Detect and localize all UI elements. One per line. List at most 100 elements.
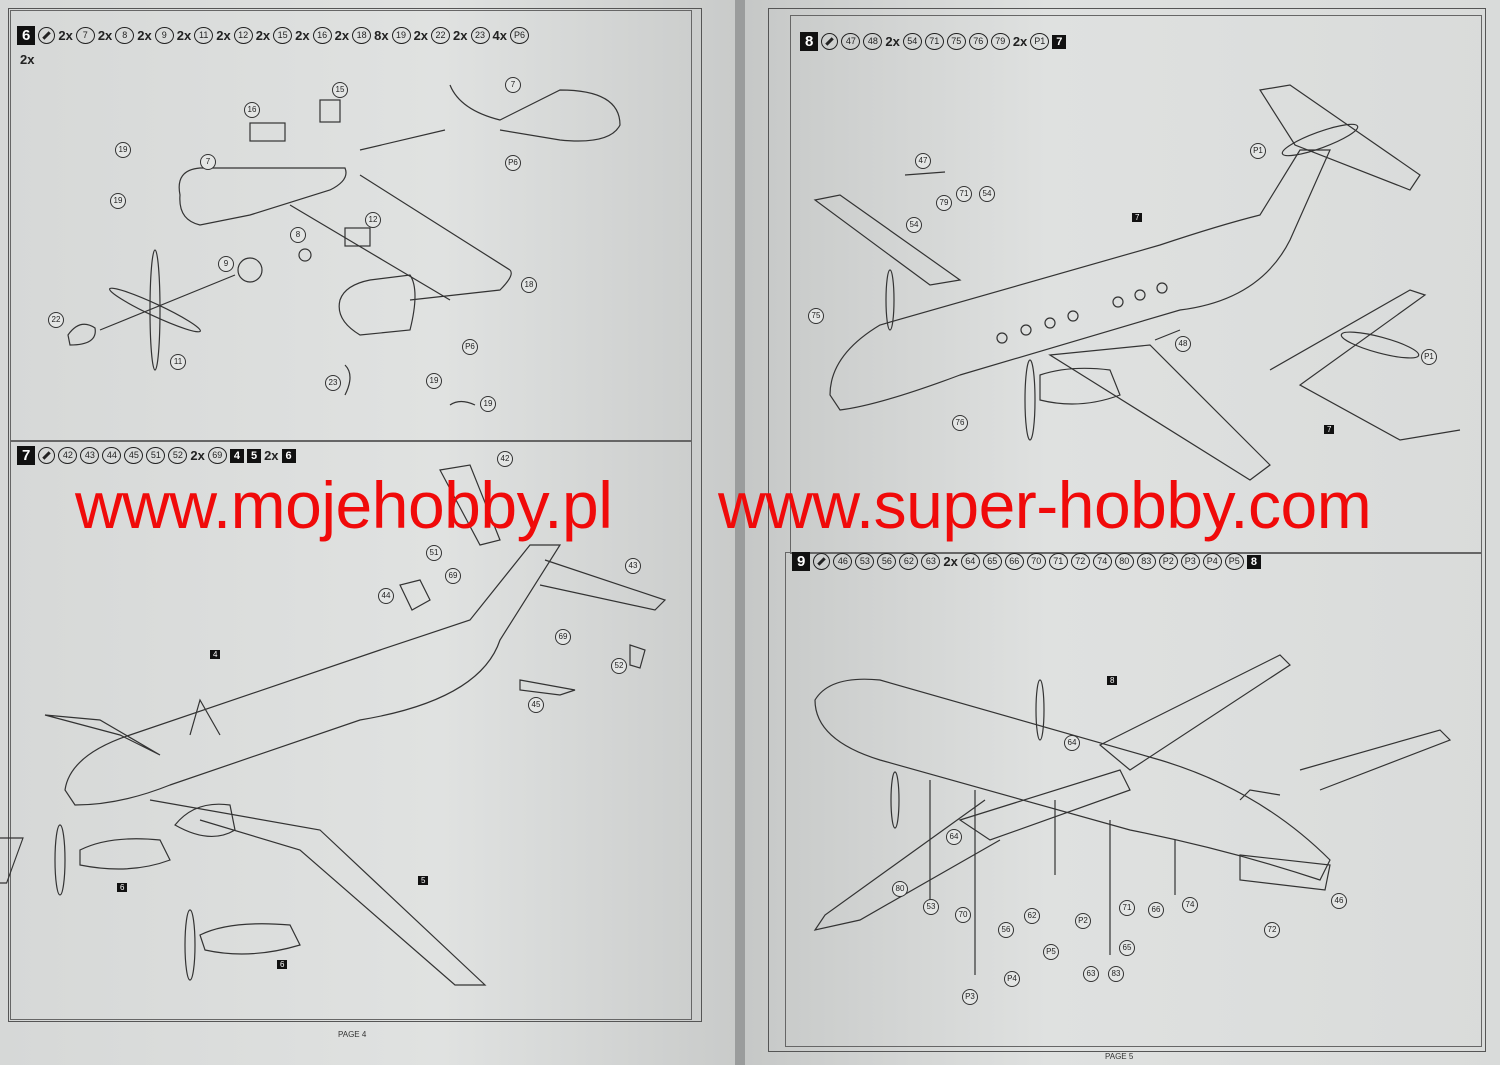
part-callout: P6 <box>462 339 478 355</box>
part-callout: 54 <box>906 217 922 233</box>
part-number: P6 <box>509 27 529 44</box>
part-callout: 11 <box>170 354 186 370</box>
step-9-drawing <box>813 654 1452 975</box>
quantity-label: 2x <box>943 554 958 569</box>
step-7-drawing <box>0 464 667 986</box>
part-callout: 64 <box>946 829 962 845</box>
part-number: 65 <box>982 553 1002 570</box>
part-callout: P6 <box>505 155 521 171</box>
part-number: 16 <box>312 27 332 44</box>
step-6-drawing <box>67 84 621 406</box>
quantity-label: 2x <box>885 34 900 49</box>
part-number: 19 <box>391 27 411 44</box>
part-number: 8 <box>115 27 135 44</box>
part-callout: 43 <box>625 558 641 574</box>
part-number: P3 <box>1180 553 1200 570</box>
subassembly-marker: 6 <box>277 960 288 969</box>
part-callout: 19 <box>480 396 496 412</box>
part-number: 53 <box>855 553 875 570</box>
part-number: 51 <box>146 447 166 464</box>
part-number: 56 <box>877 553 897 570</box>
part-callout: 47 <box>915 153 931 169</box>
step-number: 9 <box>792 552 811 571</box>
part-callout: P2 <box>1075 913 1091 929</box>
part-number: 45 <box>124 447 144 464</box>
part-callout: P3 <box>962 989 978 1005</box>
watermark-left: www.mojehobby.pl <box>75 468 613 542</box>
part-callout: 79 <box>936 195 952 211</box>
part-callout: 70 <box>955 907 971 923</box>
part-callout: 71 <box>1119 900 1135 916</box>
part-number: 42 <box>58 447 78 464</box>
part-callout: 7 <box>200 154 216 170</box>
part-callout: 56 <box>998 922 1014 938</box>
quantity-label: 2x <box>58 28 73 43</box>
part-callout: 7 <box>505 77 521 93</box>
part-callout: 52 <box>611 658 627 674</box>
part-number: 80 <box>1114 553 1134 570</box>
part-number: 63 <box>921 553 941 570</box>
quantity-label: 2x <box>334 28 350 43</box>
subassembly-ref: 4 <box>229 448 244 463</box>
step-6-panel <box>10 10 692 442</box>
part-callout: 9 <box>218 256 234 272</box>
quantity-label: 2x <box>255 28 271 43</box>
watermark-right: www.super-hobby.com <box>718 468 1372 542</box>
part-number: 22 <box>431 27 451 44</box>
subassembly-marker: 7 <box>1324 425 1335 434</box>
part-callout: 45 <box>528 697 544 713</box>
part-callout: P4 <box>1004 971 1020 987</box>
part-number: 23 <box>470 27 490 44</box>
part-number: 62 <box>899 553 919 570</box>
quantity-label: 8x <box>374 28 389 43</box>
part-number: 83 <box>1136 553 1156 570</box>
quantity-label: 2x <box>413 28 429 43</box>
part-callout: 64 <box>1064 735 1080 751</box>
part-callout: 54 <box>979 186 995 202</box>
part-callout: 16 <box>244 102 260 118</box>
part-callout: 80 <box>892 881 908 897</box>
part-number: 74 <box>1092 553 1112 570</box>
part-number: 15 <box>273 27 293 44</box>
part-number: 18 <box>352 27 372 44</box>
part-callout: 65 <box>1119 940 1135 956</box>
quantity-label: 2x <box>216 28 231 43</box>
part-number: 69 <box>207 447 227 464</box>
part-number: 47 <box>841 33 861 50</box>
part-number: 48 <box>863 33 883 50</box>
quantity-label: 2x <box>264 448 279 463</box>
part-callout: 72 <box>1264 922 1280 938</box>
subassembly-ref: 6 <box>281 448 296 463</box>
subassembly-marker: 8 <box>1107 676 1118 685</box>
part-callout: 42 <box>497 451 513 467</box>
part-number: 54 <box>902 33 922 50</box>
step-8-drawing <box>813 84 1461 481</box>
subassembly-ref: 5 <box>246 448 262 463</box>
part-number: 11 <box>194 27 214 44</box>
part-callout: 76 <box>952 415 968 431</box>
step-6-multiplier: 2x <box>20 52 35 67</box>
part-callout: 69 <box>555 629 571 645</box>
part-number: 76 <box>968 33 988 50</box>
part-callout: P1 <box>1421 349 1437 365</box>
part-number: 79 <box>990 33 1010 50</box>
part-number: 52 <box>168 447 188 464</box>
subassembly-marker: 4 <box>210 650 221 659</box>
part-callout: 46 <box>1331 893 1347 909</box>
subassembly-ref: 8 <box>1246 554 1261 569</box>
part-callout: 48 <box>1175 336 1191 352</box>
quantity-label: 2x <box>190 448 205 463</box>
part-number: 46 <box>833 553 853 570</box>
part-callout: 44 <box>378 588 394 604</box>
page-5-frame <box>768 8 1486 1052</box>
step-9-panel <box>785 552 1482 1047</box>
part-callout: 66 <box>1148 902 1164 918</box>
part-callout: 8 <box>290 227 306 243</box>
glue-icon <box>38 27 56 44</box>
part-number: 44 <box>102 447 122 464</box>
subassembly-marker: 5 <box>418 876 429 885</box>
